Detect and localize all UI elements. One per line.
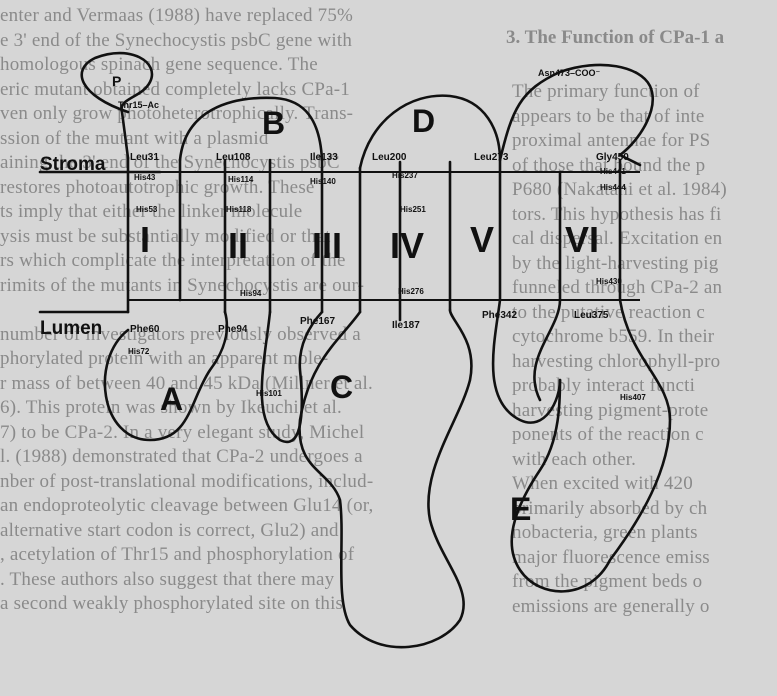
residue-his-3: His140: [310, 177, 336, 186]
stroma-label: Stroma: [40, 154, 106, 175]
residue-phospho: P: [112, 73, 121, 89]
helix-label-iv: IV: [390, 225, 424, 266]
residue-his-4b: His251: [400, 205, 426, 214]
residue-asn-coo: Asn473–COO⁻: [538, 68, 601, 78]
helix-label-i: I: [140, 219, 150, 260]
loop-label-d: D: [412, 103, 435, 139]
residue-his-6b: His444: [600, 183, 626, 192]
residue-leu-4-top: Leu200: [372, 152, 407, 163]
loop-label-b: B: [262, 105, 285, 141]
residue-leu-2-top: Leu108: [216, 152, 251, 163]
residue-leu-5-top: Leu273: [474, 152, 509, 163]
residue-his-6c: His430: [596, 277, 622, 286]
residue-his-1a: His43: [134, 173, 156, 182]
residue-his-2a: His114: [228, 175, 254, 184]
residue-his-b: His101: [256, 389, 282, 398]
residue-his-4c: His276: [398, 287, 424, 296]
loop-label-c: C: [330, 369, 353, 405]
helix-label-vi: VI: [565, 219, 599, 260]
helix-label-v: V: [470, 219, 494, 260]
residue-ile-3-top: Ile133: [310, 152, 338, 163]
residue-his-6a: His441: [600, 167, 626, 176]
membrane-boundaries: [128, 172, 640, 300]
lumen-label: Lumen: [40, 318, 102, 339]
residue-phe-3: Phe167: [300, 316, 335, 327]
residue-his-4a: His237: [392, 171, 418, 180]
residue-leu-6: Leu375: [574, 310, 609, 321]
loop-label-e: E: [510, 491, 531, 527]
residue-gly-top: Gly450: [596, 152, 629, 163]
residue-his-e: His407: [620, 393, 646, 402]
loop-label-a: A: [160, 381, 183, 417]
residue-his-a: His72: [128, 347, 150, 356]
residue-phe-1: Phe60: [130, 324, 160, 335]
residue-phe-5: Phe342: [482, 310, 517, 321]
residue-his-2c: His94: [240, 289, 262, 298]
residue-phe-2: Phe94: [218, 324, 248, 335]
helix-label-ii: II: [228, 225, 248, 266]
residue-his-2b: His118: [226, 205, 252, 214]
residue-thr-ac: Thr15–Ac: [118, 100, 159, 110]
residue-leu-1-top: Leu31: [130, 152, 159, 163]
helix-label-iii: III: [312, 225, 342, 266]
residue-his-1b: His53: [136, 205, 158, 214]
residue-ile-4: Ile187: [392, 320, 420, 331]
